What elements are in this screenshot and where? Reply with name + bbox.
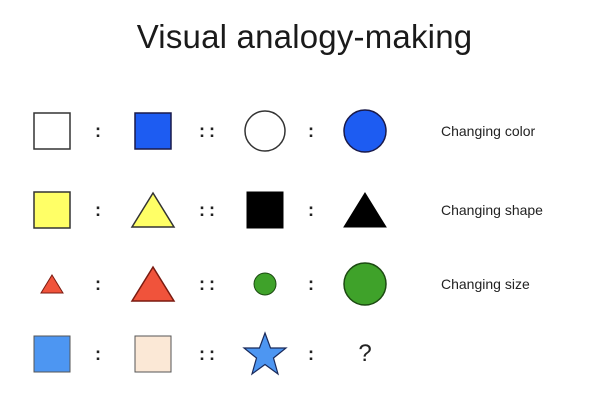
row-label-changing-color: Changing color [441,123,536,139]
yellow-triangle-icon [128,180,178,240]
large-red-triangle-icon [128,254,178,314]
white-square-icon [27,101,77,161]
double-colon-separator: :: [199,120,219,141]
blue-star-icon [240,324,290,384]
double-colon-separator: :: [199,273,219,294]
analogy-row-question: : :: : ? [0,324,609,384]
colon-separator: : [95,273,105,294]
beige-square-icon [128,324,178,384]
analogy-row-color: : :: : Changing color [0,101,609,161]
white-circle-icon [240,101,290,161]
colon-separator: : [308,273,318,294]
colon-separator: : [308,120,318,141]
colon-separator: : [308,343,318,364]
small-red-triangle-icon [27,254,77,314]
row-label-changing-size: Changing size [441,276,530,292]
large-green-circle-icon [340,254,390,314]
small-green-circle-icon [240,254,290,314]
colon-separator: : [95,120,105,141]
colon-separator: : [308,199,318,220]
colon-separator: : [95,199,105,220]
analogy-row-shape: : :: : Changing shape [0,180,609,240]
black-triangle-icon [340,180,390,240]
double-colon-separator: :: [199,343,219,364]
yellow-square-icon [27,180,77,240]
blue-circle-icon [340,101,390,161]
blue-square-icon [128,101,178,161]
colon-separator: : [95,343,105,364]
light-blue-square-icon [27,324,77,384]
question-mark: ? [358,340,372,367]
row-label-changing-shape: Changing shape [441,202,543,218]
page-title: Visual analogy-making [136,18,473,55]
black-square-icon [240,180,290,240]
double-colon-separator: :: [199,199,219,220]
analogy-row-size: : :: : Changing size [0,254,609,314]
